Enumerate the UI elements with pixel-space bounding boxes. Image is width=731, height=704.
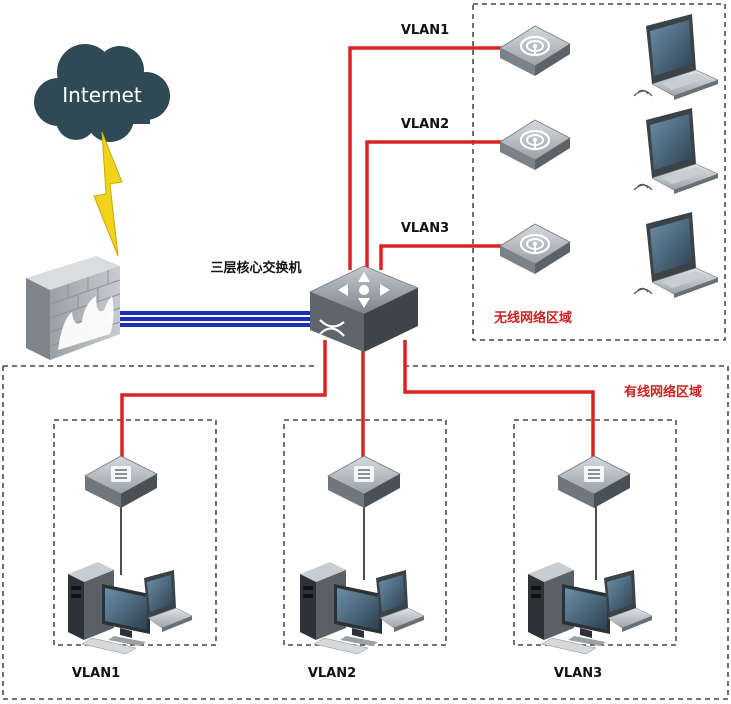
wireless-vlan1-label: VLAN1 [401,23,449,38]
wired-vlan1-label: VLAN1 [72,666,120,681]
workstation-1-icon [67,561,193,655]
layer3-core-switch-icon [309,265,419,352]
access-switch-3-icon [557,455,631,509]
wired-zone-label: 有线网络区域 [624,384,702,400]
wired-zone-border [2,365,729,700]
laptop-1-icon [633,13,719,101]
firewall-icon [26,256,121,360]
wired-vlan3-label: VLAN3 [554,666,602,681]
core-switch-label: 三层核心交换机 [210,260,301,276]
wired-vlan3-link [403,340,595,465]
wireless-zone-label: 无线网络区域 [493,310,572,326]
laptop-3-icon [633,211,719,299]
internet-label: Internet [62,83,142,107]
wired-vlan1-link [120,340,327,465]
internet-cloud-icon: Internet [34,44,170,142]
access-switch-1-icon [84,455,158,509]
lightning-icon [93,131,123,257]
access-point-1-icon [498,24,572,78]
workstation-2-icon [299,561,425,655]
access-links [120,505,597,580]
wireless-vlan1-link [348,46,505,270]
wireless-vlan3-label: VLAN3 [401,221,449,236]
access-switch-2-icon [327,455,401,509]
wireless-vlan2-link [365,140,505,270]
access-point-3-icon [498,222,572,276]
firewall-uplink [118,310,314,328]
wireless-vlan3-link [379,244,505,270]
wired-vlan2-group [283,419,447,646]
wireless-vlan2-label: VLAN2 [401,117,449,132]
wireless-zone-border [472,3,726,341]
laptop-2-icon [633,107,719,195]
access-point-2-icon [498,118,572,172]
vlan-links [120,46,595,468]
wired-vlan2-label: VLAN2 [308,666,356,681]
workstation-3-icon [527,561,653,655]
